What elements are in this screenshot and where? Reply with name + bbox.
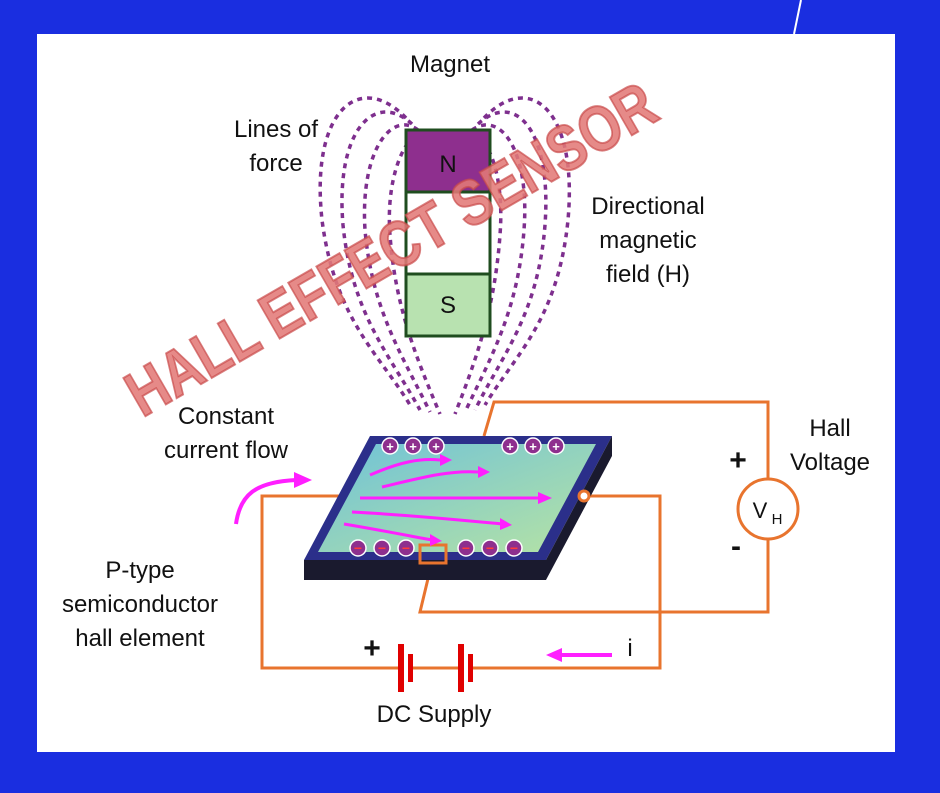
voltage-plus-sign: + bbox=[729, 444, 747, 477]
wire-top-to-voltmeter bbox=[482, 400, 770, 478]
lines-of-force-label-2: force bbox=[249, 150, 302, 177]
svg-text:+: + bbox=[529, 439, 537, 454]
directional-field-label-1: Directional bbox=[591, 193, 704, 220]
south-pole-label: S bbox=[440, 292, 456, 319]
negative-charges: − − − − − − bbox=[349, 539, 523, 557]
svg-text:−: − bbox=[462, 540, 470, 556]
bar-magnet: N S bbox=[404, 128, 492, 338]
svg-text:−: − bbox=[510, 540, 518, 556]
positive-charge: + bbox=[524, 437, 542, 455]
battery-plate-short-2 bbox=[468, 654, 473, 682]
negative-charge: − bbox=[481, 539, 499, 557]
voltmeter-v: V bbox=[753, 498, 768, 523]
flow-arrow-4-head bbox=[500, 518, 512, 530]
voltage-minus-sign: - bbox=[731, 530, 741, 563]
plate-side-face bbox=[546, 436, 612, 580]
incoming-current-curve bbox=[234, 478, 297, 525]
flow-arrow-3-head bbox=[538, 492, 552, 504]
south-pole-block bbox=[404, 272, 492, 338]
positive-charge: + bbox=[501, 437, 519, 455]
plate-front-face bbox=[304, 560, 546, 580]
flow-arrow-5-head bbox=[430, 534, 442, 546]
battery-plate-long-2 bbox=[458, 644, 464, 692]
flow-arrow-4 bbox=[351, 510, 503, 526]
battery-plate-long-1 bbox=[398, 644, 404, 692]
positive-charge: + bbox=[427, 437, 445, 455]
svg-text:+: + bbox=[386, 439, 394, 454]
circuit-wires bbox=[260, 400, 770, 670]
wire-supply-to-left bbox=[260, 494, 402, 670]
bottom-contact bbox=[418, 543, 448, 565]
flow-arrow-1 bbox=[369, 458, 441, 477]
supply-current-head bbox=[546, 648, 562, 662]
voltmeter-subscript: H bbox=[772, 511, 783, 528]
battery-plate-short-1 bbox=[408, 654, 413, 682]
positive-charge: + bbox=[381, 437, 399, 455]
magnet-label: Magnet bbox=[410, 51, 490, 78]
field-line-left-2 bbox=[340, 110, 422, 411]
positive-charge: + bbox=[547, 437, 565, 455]
frame-accent-line bbox=[793, 0, 802, 35]
supply-current-arrow bbox=[546, 648, 612, 662]
wire-right-to-supply bbox=[472, 494, 662, 670]
voltmeter: V H bbox=[736, 477, 800, 541]
incoming-current-arrow bbox=[234, 472, 312, 525]
negative-charge: − bbox=[397, 539, 415, 557]
dc-supply-label: DC Supply bbox=[377, 701, 492, 728]
svg-text:−: − bbox=[486, 540, 494, 556]
flow-arrow-5 bbox=[343, 522, 433, 542]
positive-charge: + bbox=[404, 437, 422, 455]
positive-charges: + + + + + + bbox=[381, 437, 565, 455]
right-contact bbox=[577, 489, 591, 503]
diagram-labels: Magnet Lines of force Directional magnet… bbox=[62, 51, 870, 728]
svg-text:−: − bbox=[402, 540, 410, 556]
field-line-right-2 bbox=[473, 110, 548, 411]
dc-battery bbox=[398, 644, 473, 692]
svg-text:+: + bbox=[409, 439, 417, 454]
p-type-label-1: P-type bbox=[105, 557, 174, 584]
negative-charge: − bbox=[349, 539, 367, 557]
wire-voltmeter-bottom bbox=[418, 540, 770, 614]
svg-text:+: + bbox=[552, 439, 560, 454]
constant-current-label-2: current flow bbox=[164, 437, 289, 464]
p-type-label-3: hall element bbox=[75, 625, 205, 652]
svg-text:+: + bbox=[432, 439, 440, 454]
supply-plus-sign: + bbox=[363, 632, 381, 665]
negative-charge: − bbox=[505, 539, 523, 557]
flow-arrow-2 bbox=[381, 470, 479, 489]
magnet-middle-block bbox=[404, 190, 492, 276]
current-flow-arrows bbox=[343, 454, 552, 546]
negative-charge: − bbox=[457, 539, 475, 557]
hall-voltage-label-1: Hall bbox=[809, 415, 850, 442]
lines-of-force-label-1: Lines of bbox=[234, 116, 318, 143]
negative-charge: − bbox=[373, 539, 391, 557]
directional-field-label-3: field (H) bbox=[606, 261, 690, 288]
current-i-label: i bbox=[627, 635, 632, 662]
hall-voltage-label-2: Voltage bbox=[790, 449, 870, 476]
north-pole-label: N bbox=[439, 151, 456, 178]
directional-field-label-2: magnetic bbox=[599, 227, 696, 254]
svg-text:−: − bbox=[354, 540, 362, 556]
p-type-label-2: semiconductor bbox=[62, 591, 218, 618]
flow-arrow-2-head bbox=[478, 466, 490, 478]
svg-text:−: − bbox=[378, 540, 386, 556]
flow-arrow-1-head bbox=[440, 454, 452, 466]
voltmeter-circle bbox=[736, 477, 800, 541]
svg-text:+: + bbox=[506, 439, 514, 454]
incoming-current-head bbox=[294, 472, 312, 488]
constant-current-label-1: Constant bbox=[178, 403, 274, 430]
